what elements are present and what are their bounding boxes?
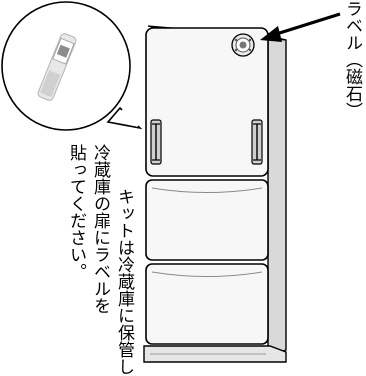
instruction-line-3: 貼ってください。 xyxy=(66,144,87,280)
fridge-top-door xyxy=(145,27,269,177)
callout-label: ラベル（磁石） xyxy=(342,0,363,119)
fridge-middle-drawer xyxy=(145,179,269,261)
fridge-bottom-drawer xyxy=(145,263,269,345)
zoom-circle xyxy=(1,1,143,131)
instruction-line-2: 冷蔵庫の扉にラベルを xyxy=(90,144,111,314)
fridge-side-panel xyxy=(267,35,287,357)
round-label-magnet-icon xyxy=(231,33,255,57)
left-door-handle xyxy=(150,119,162,165)
test-kit-tube-icon xyxy=(37,33,77,101)
instruction-line-1: キットは冷蔵庫に保管し、 xyxy=(114,188,135,376)
arrow-to-label-icon xyxy=(260,12,341,42)
refrigerator xyxy=(143,25,287,363)
right-door-handle xyxy=(251,119,263,165)
